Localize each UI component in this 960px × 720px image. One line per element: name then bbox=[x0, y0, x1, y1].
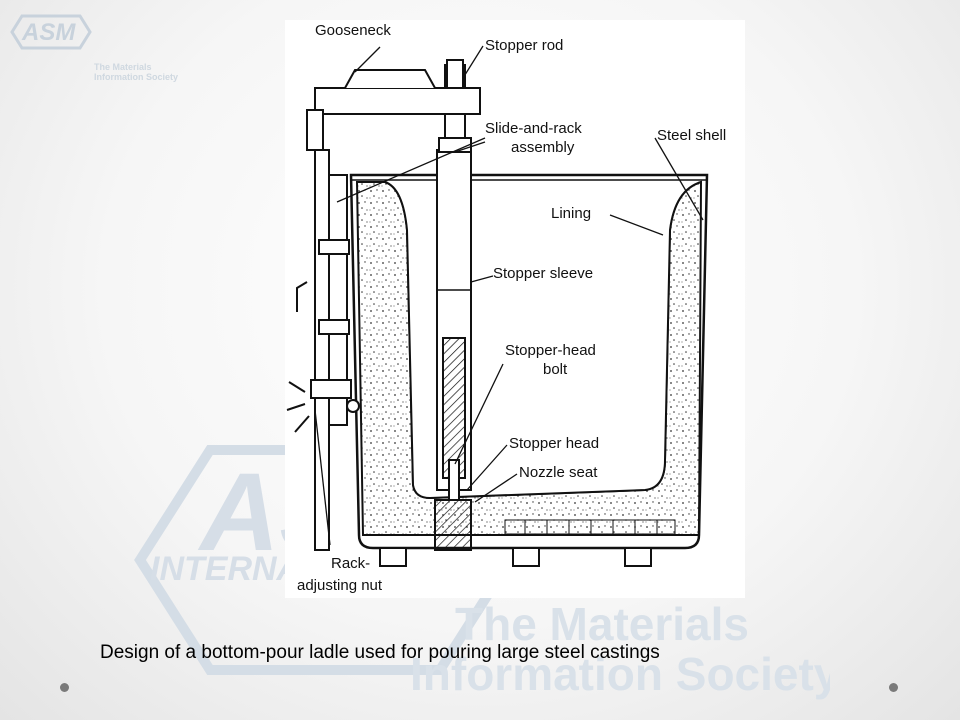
asm-logo-big-line1: The Materials bbox=[455, 598, 749, 650]
label-stopper-rod: Stopper rod bbox=[485, 37, 563, 54]
ladle-feet bbox=[379, 547, 652, 567]
slide-rack-assembly bbox=[286, 109, 360, 551]
label-nozzle-seat: Nozzle seat bbox=[519, 464, 598, 481]
label-slide-rack-line1: Slide-and-rack bbox=[485, 120, 582, 137]
bottom-bricks bbox=[504, 519, 676, 535]
steel-shell bbox=[349, 173, 709, 550]
asm-logo-small-text: ASM bbox=[21, 19, 76, 46]
label-stopper-head: Stopper head bbox=[509, 435, 599, 452]
decorative-dot-right bbox=[889, 683, 898, 692]
gooseneck-arm bbox=[314, 59, 481, 115]
label-slide-rack-line2: assembly bbox=[511, 139, 575, 156]
figure-caption: Design of a bottom-pour ladle used for p… bbox=[100, 642, 660, 663]
decorative-dot-left bbox=[60, 683, 69, 692]
label-stopper-head-bolt-line1: Stopper-head bbox=[505, 342, 596, 359]
leader-lines bbox=[314, 45, 704, 546]
label-rack-nut-line2: adjusting nut bbox=[297, 577, 383, 594]
label-steel-shell: Steel shell bbox=[657, 127, 726, 144]
asm-logo-small-line1: The Materials bbox=[94, 62, 152, 72]
label-stopper-head-bolt-line2: bolt bbox=[543, 361, 568, 378]
label-gooseneck: Gooseneck bbox=[315, 22, 391, 39]
asm-logo-big-line2: Information Society bbox=[410, 648, 830, 700]
asm-logo-small-line2: Information Society bbox=[94, 72, 178, 82]
label-lining: Lining bbox=[551, 205, 591, 222]
ladle-diagram: Gooseneck Stopper rod Slide-and-rack ass… bbox=[285, 20, 745, 598]
label-rack-nut-line1: Rack- bbox=[331, 555, 370, 572]
stopper-sleeve bbox=[436, 149, 472, 491]
label-stopper-sleeve: Stopper sleeve bbox=[493, 265, 593, 282]
asm-logo-small: ASM The Materials Information Society bbox=[10, 14, 178, 82]
stopper-head-part bbox=[434, 459, 472, 551]
